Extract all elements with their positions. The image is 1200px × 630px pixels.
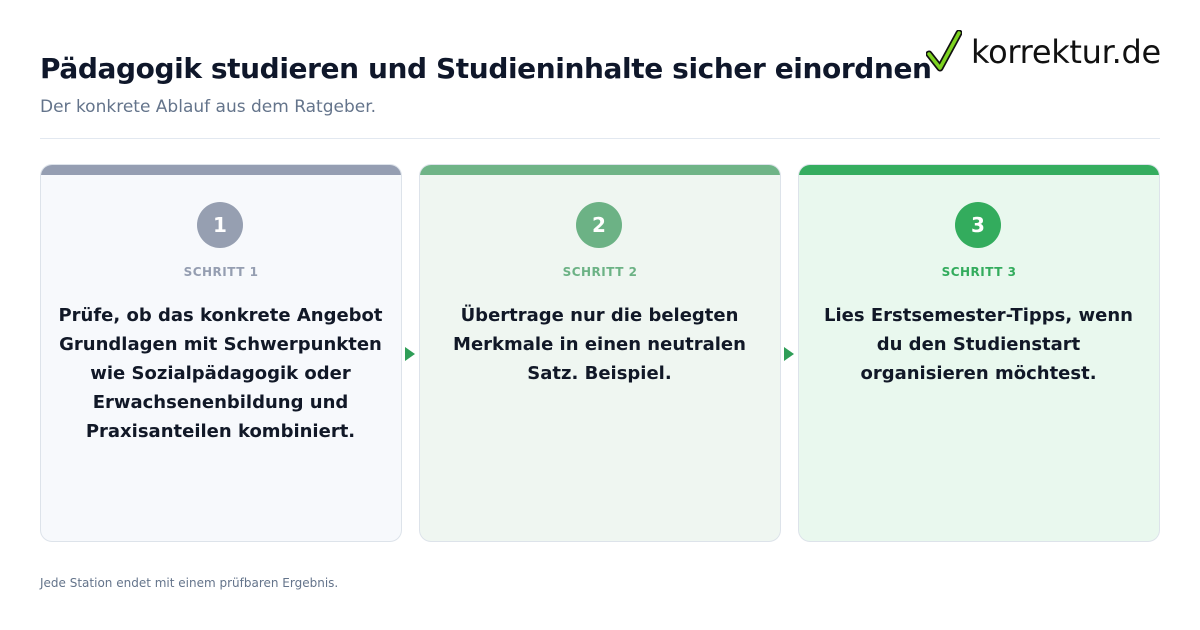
step-1-number-badge: 1 (197, 202, 243, 248)
step-1-label: SCHRITT 1 (183, 265, 259, 279)
step-2-text: Übertrage nur die belegten Merkmale in e… (453, 305, 746, 384)
checkmark-icon (926, 30, 962, 72)
page-subtitle: Der konkrete Ablauf aus dem Ratgeber. (40, 97, 377, 117)
step-card-2-accent-bar (420, 165, 780, 175)
step-1-text: Prüfe, ob das konkrete Angebot Grundlage… (58, 305, 383, 442)
footer-note: Jede Station endet mit einem prüfbaren E… (40, 576, 339, 590)
step-2-number-badge: 2 (576, 202, 622, 248)
step-card-1: 1 SCHRITT 1 Prüfe, ob das konkrete Angeb… (40, 164, 402, 542)
brand-name: korrektur.de (971, 33, 1161, 71)
step-card-1-accent-bar (41, 165, 401, 175)
page-title: Pädagogik studieren und Studieninhalte s… (40, 52, 932, 85)
step-3-label: SCHRITT 3 (941, 265, 1017, 279)
step-card-3: 3 SCHRITT 3 Lies Erstsemester-Tipps, wen… (798, 164, 1160, 542)
brand-logo: korrektur.de (926, 30, 1166, 74)
arrow-right-icon (405, 347, 415, 361)
step-2-label: SCHRITT 2 (562, 265, 638, 279)
header-divider (40, 138, 1160, 139)
step-card-3-accent-bar (799, 165, 1159, 175)
step-3-number-badge: 3 (955, 202, 1001, 248)
step-3-text: Lies Erstsemester-Tipps, wenn du den Stu… (824, 305, 1133, 384)
arrow-right-icon (784, 347, 794, 361)
step-card-2: 2 SCHRITT 2 Übertrage nur die belegten M… (419, 164, 781, 542)
